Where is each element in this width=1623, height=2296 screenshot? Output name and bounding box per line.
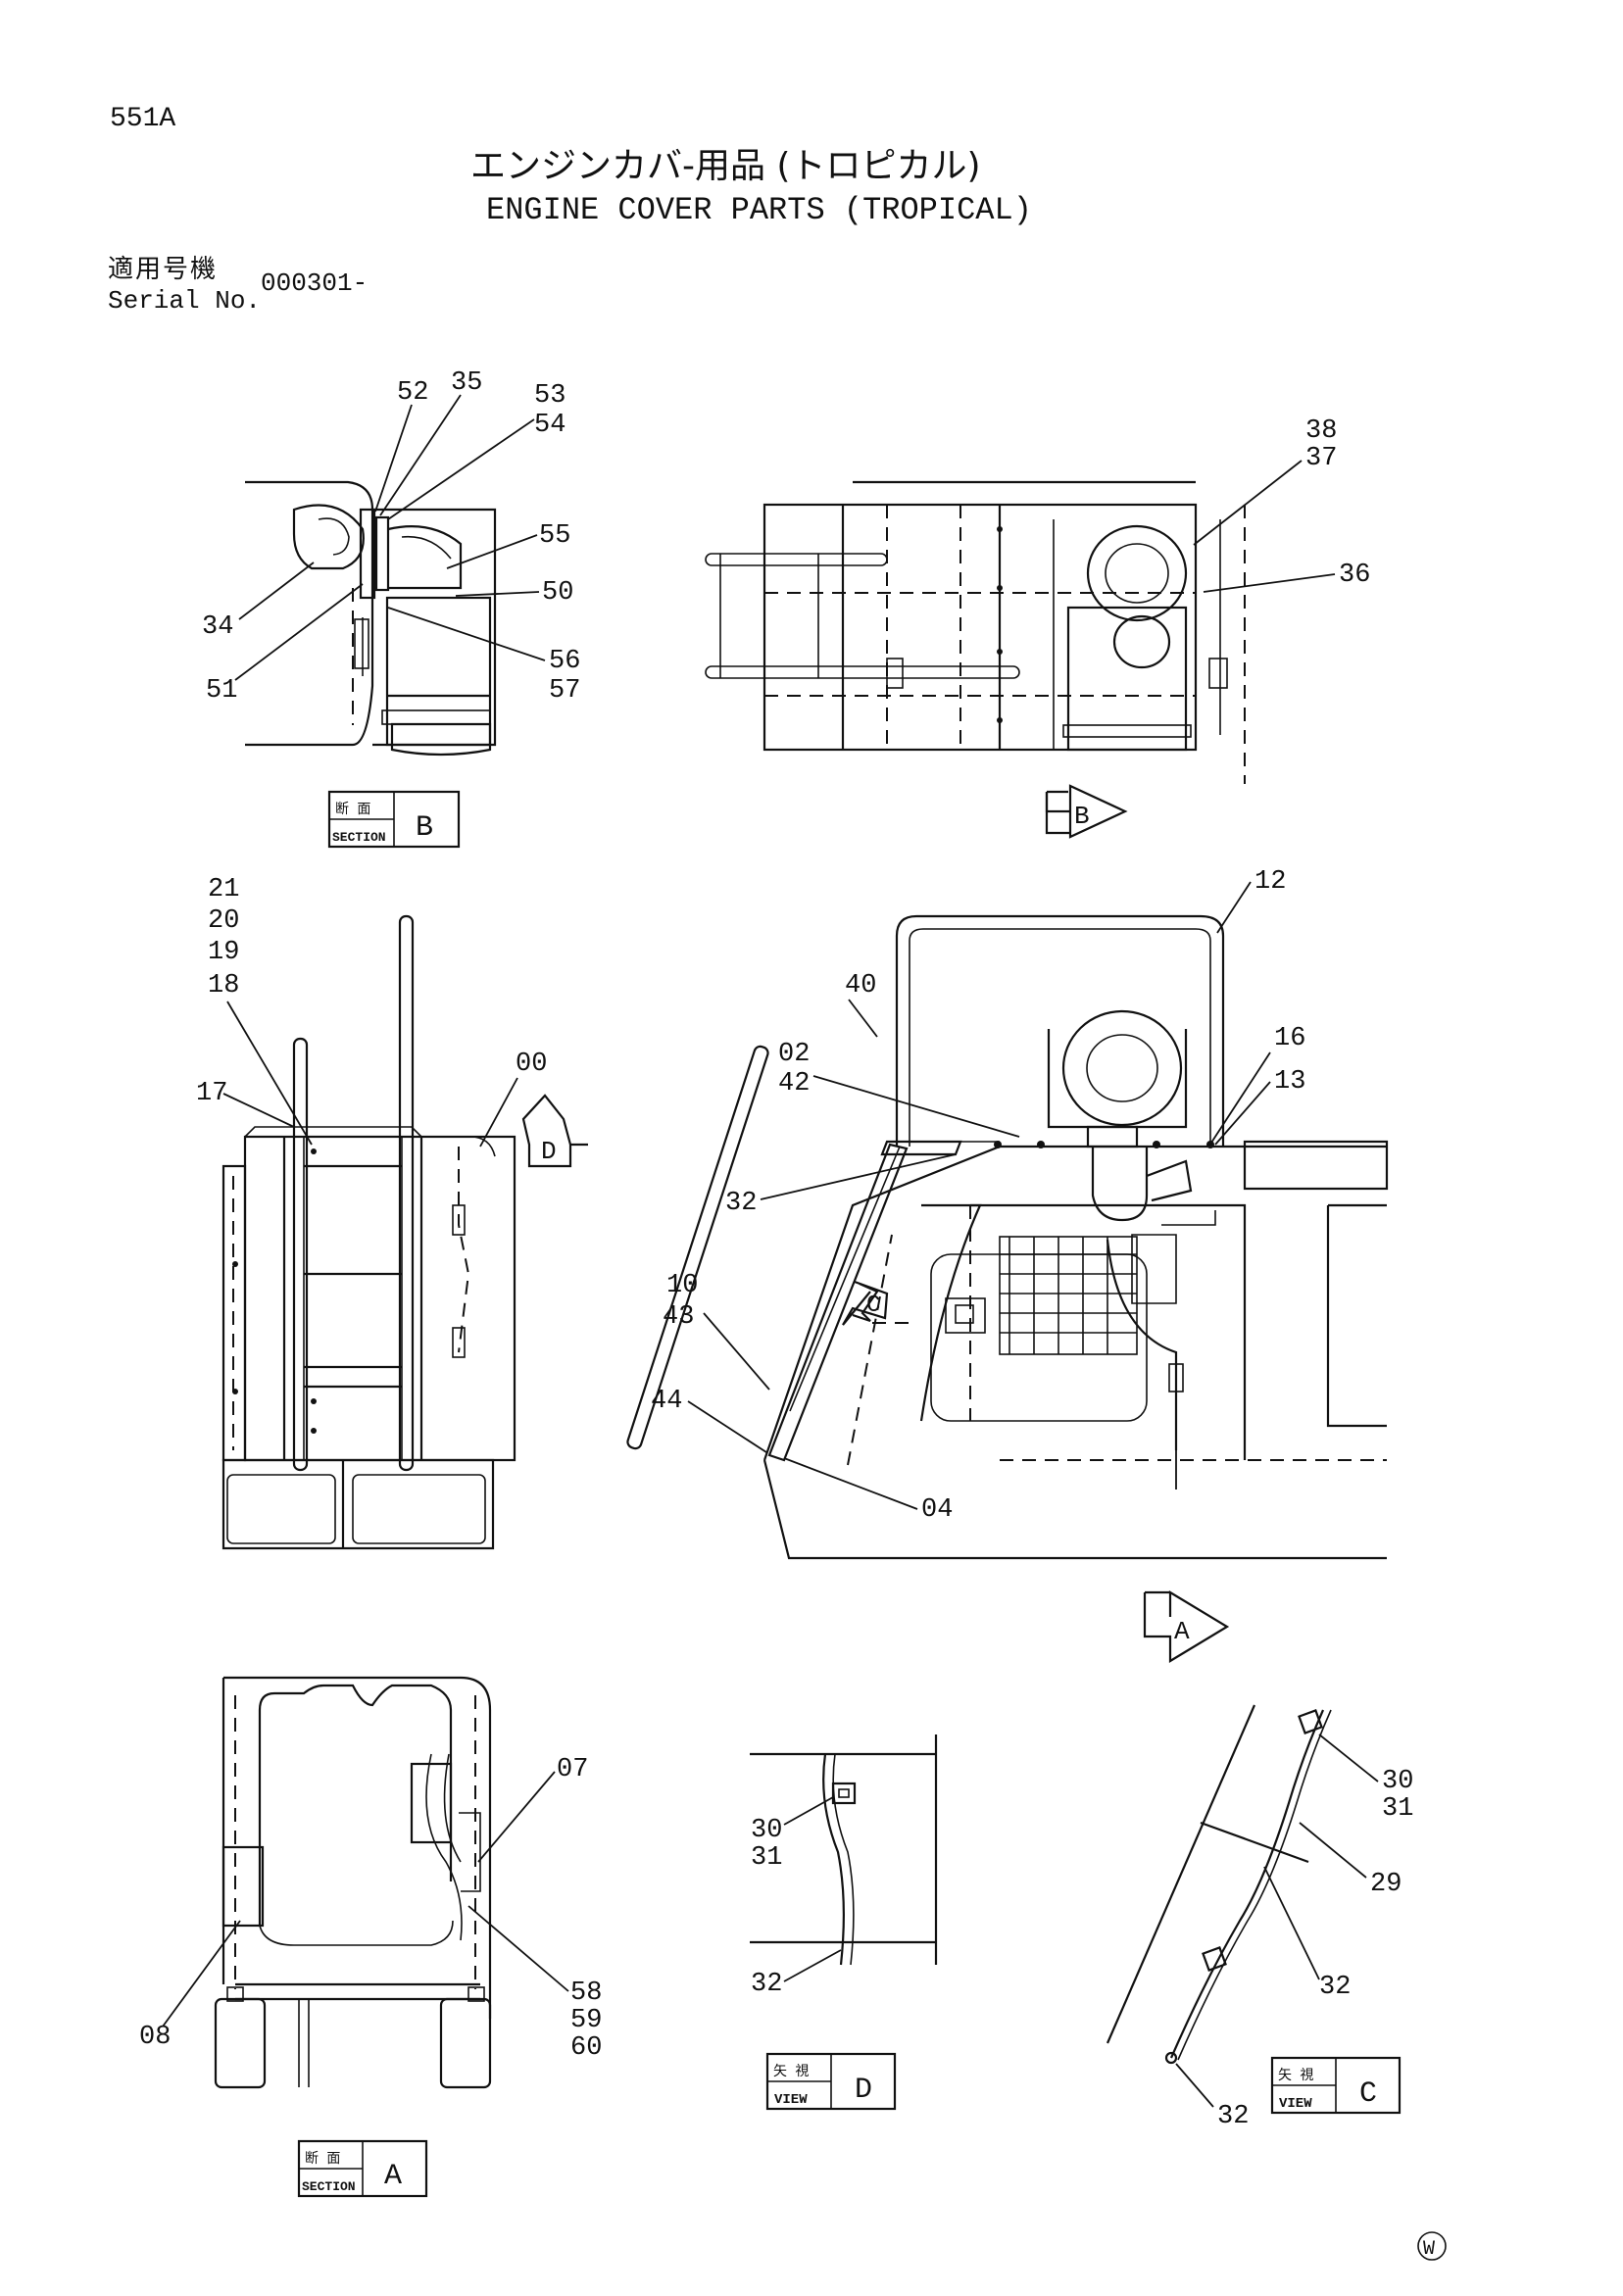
applicable-label: 適用号機 (108, 255, 219, 284)
callout-36: 36 (1339, 561, 1370, 590)
callout-32-side: 32 (725, 1189, 757, 1218)
callout-40: 40 (845, 971, 876, 1001)
top-view-leaders (1193, 460, 1336, 593)
arrow-view-d: D (521, 1094, 588, 1168)
title-japanese: エンジンカバ-用品 (トロピカル) (470, 146, 981, 186)
callout-32-view-c: 32 (1319, 1973, 1351, 2002)
badge-c-top: 矢 視 (1278, 2068, 1313, 2084)
title-english: ENGINE COVER PARTS (TROPICAL) (486, 192, 1032, 228)
footer-mark-letter: W (1423, 2238, 1435, 2261)
arrow-c-letter: C (866, 1293, 880, 1319)
callout-04: 04 (921, 1495, 953, 1525)
callout-31-view-c: 31 (1382, 1794, 1413, 1824)
badge-b-top: 断 面 (335, 802, 370, 818)
callout-57: 57 (549, 676, 580, 706)
section-b-leaders (234, 394, 546, 681)
callout-20: 20 (208, 906, 239, 936)
badge-c-letter: C (1359, 2077, 1377, 2111)
callout-53: 53 (534, 381, 566, 411)
top-view-drawing (705, 480, 1246, 784)
arrow-view-b: B (1045, 784, 1128, 839)
badge-b-bottom: SECTION (332, 830, 386, 845)
callout-02: 02 (778, 1040, 810, 1069)
callout-43: 43 (663, 1302, 694, 1332)
callout-08: 08 (139, 2023, 171, 2052)
arrow-view-c: C (842, 1280, 889, 1326)
section-a-drawing (214, 1676, 492, 2089)
badge-a-bottom: SECTION (302, 2179, 356, 2194)
side-view-drawing (626, 914, 1389, 1560)
view-c-leaders (1175, 1734, 1379, 2108)
callout-56: 56 (549, 647, 580, 676)
callout-32-view-d: 32 (751, 1970, 782, 1999)
badge-d-bottom: VIEW (774, 2092, 808, 2108)
callout-32-view-c-end: 32 (1217, 2102, 1249, 2131)
callout-10: 10 (666, 1271, 698, 1300)
callout-12: 12 (1254, 867, 1286, 897)
callout-35: 35 (451, 368, 482, 398)
section-a-leaders (162, 1771, 569, 2027)
arrow-d-letter: D (541, 1137, 557, 1166)
callout-50: 50 (542, 578, 573, 608)
callout-16: 16 (1274, 1024, 1305, 1053)
callout-51: 51 (206, 676, 237, 706)
callout-13: 13 (1274, 1067, 1305, 1097)
serial-label: Serial No. (108, 286, 262, 316)
callout-34: 34 (202, 612, 233, 642)
callout-52: 52 (397, 378, 428, 408)
section-a-badge: 断 面 SECTION A (297, 2139, 428, 2198)
view-c-drawing (1106, 1704, 1332, 2065)
callout-37: 37 (1305, 444, 1337, 473)
view-d-drawing (750, 1734, 938, 1966)
callout-29: 29 (1370, 1870, 1402, 1899)
callout-60: 60 (570, 2033, 602, 2063)
callout-55: 55 (539, 521, 570, 551)
callout-18: 18 (208, 971, 239, 1001)
badge-d-top: 矢 視 (773, 2064, 809, 2080)
callout-07: 07 (557, 1755, 588, 1784)
callout-00: 00 (516, 1050, 547, 1079)
callout-21: 21 (208, 875, 239, 904)
footer-mark: W (1417, 2231, 1447, 2261)
section-b-drawing (245, 480, 497, 757)
arrow-a-letter: A (1174, 1617, 1190, 1646)
arrow-view-a: A (1143, 1590, 1230, 1663)
callout-30-view-d: 30 (751, 1816, 782, 1845)
callout-31-view-d: 31 (751, 1843, 782, 1873)
callout-59: 59 (570, 2006, 602, 2035)
callout-17: 17 (196, 1079, 227, 1108)
side-view-leaders (687, 881, 1271, 1510)
badge-a-letter: A (384, 2160, 402, 2193)
badge-d-letter: D (855, 2074, 872, 2107)
callout-54: 54 (534, 411, 566, 440)
callout-38: 38 (1305, 416, 1337, 446)
view-d-badge: 矢 視 VIEW D (765, 2052, 897, 2111)
badge-b-letter: B (416, 811, 433, 845)
front-view-leaders (222, 1001, 518, 1148)
serial-value: 000301- (261, 269, 369, 298)
callout-19: 19 (208, 938, 239, 967)
view-d-leaders (783, 1796, 842, 1982)
callout-42: 42 (778, 1069, 810, 1099)
section-b-badge: 断 面 SECTION B (327, 790, 461, 849)
callout-44: 44 (651, 1387, 682, 1416)
front-view-drawing (221, 914, 516, 1550)
callout-58: 58 (570, 1978, 602, 2008)
view-c-badge: 矢 視 VIEW C (1270, 2056, 1402, 2115)
arrow-b-letter: B (1074, 802, 1090, 831)
badge-c-bottom: VIEW (1279, 2096, 1312, 2112)
badge-a-top: 断 面 (305, 2151, 340, 2168)
callout-30-view-c: 30 (1382, 1767, 1413, 1796)
page-code: 551A (110, 104, 176, 134)
